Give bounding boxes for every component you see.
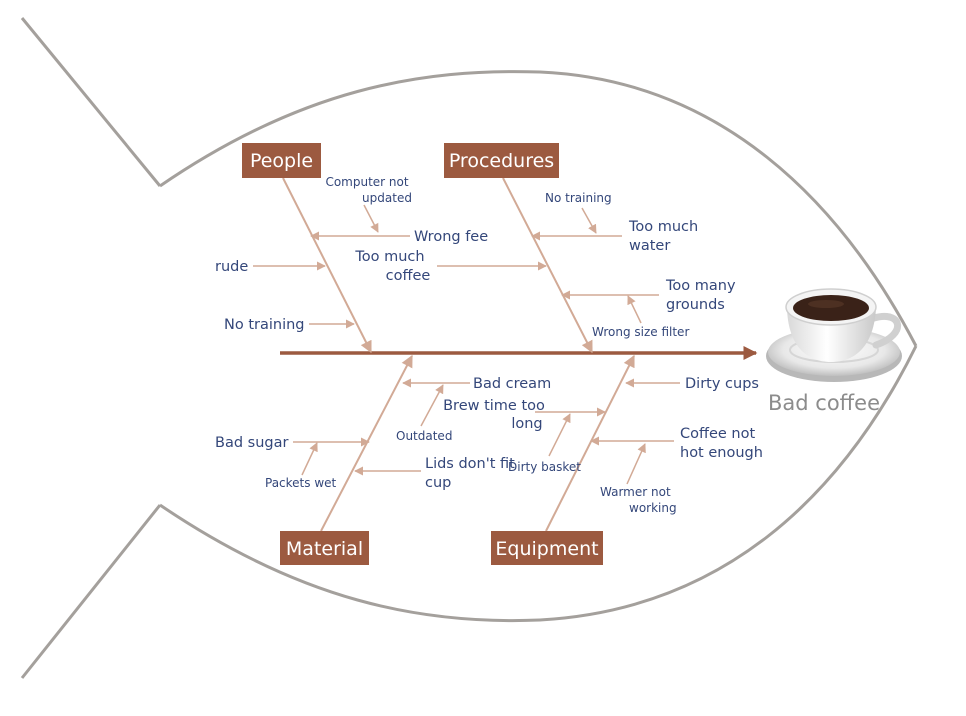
cause-coffee-not-hot-enough-line2: hot enough xyxy=(680,445,763,461)
coffee-surface xyxy=(793,295,869,321)
category-label-people: People xyxy=(250,150,313,172)
cause-brew-time-too-long-line2: long xyxy=(511,416,542,432)
bone-material xyxy=(320,354,413,532)
fish-body-bottom xyxy=(159,345,918,623)
category-box-equipment: Equipment xyxy=(491,531,603,565)
cause-brew-time-too-long-line1: Brew time too xyxy=(443,398,545,414)
bone-procedures xyxy=(502,177,593,354)
arrow-computer-not-updated xyxy=(363,204,379,233)
effect-label: Bad coffee xyxy=(768,391,880,415)
fish-tail-top xyxy=(20,17,162,187)
cause-bad-cream: Bad cream xyxy=(473,376,551,392)
cause-dirty-basket: Dirty basket xyxy=(508,460,581,474)
cause-too-much-coffee-line1: Too much xyxy=(354,249,424,265)
bone-people xyxy=(282,177,372,354)
fish-outline xyxy=(20,17,918,679)
cause-packets-wet: Packets wet xyxy=(265,476,337,490)
cause-lids-dont-fit-line2: cup xyxy=(425,475,451,491)
coffee-cup-icon xyxy=(766,288,902,382)
cause-too-many-grounds-line2: grounds xyxy=(666,297,725,313)
cause-wrong-fee: Wrong fee xyxy=(414,229,488,245)
cause-wrong-size-filter: Wrong size filter xyxy=(592,325,689,339)
arrow-outdated xyxy=(420,384,444,427)
cause-procedures-no-training: No training xyxy=(545,191,612,205)
cause-dirty-cups: Dirty cups xyxy=(685,376,759,392)
cause-people-no-training: No training xyxy=(224,317,305,333)
cause-too-many-grounds-line1: Too many xyxy=(665,278,736,294)
category-label-material: Material xyxy=(286,538,363,560)
arrow-packets-wet xyxy=(301,442,318,476)
cup-handle xyxy=(870,313,901,349)
category-box-procedures-bg xyxy=(444,143,559,178)
category-label-equipment: Equipment xyxy=(495,538,598,560)
fish-tail-bottom xyxy=(20,504,162,679)
cause-bad-sugar: Bad sugar xyxy=(215,435,288,451)
cause-coffee-not-hot-enough-line1: Coffee not xyxy=(680,426,755,442)
cause-too-much-coffee-line2: coffee xyxy=(386,268,431,284)
arrow-warmer-not-working xyxy=(626,443,646,485)
arrow-dirty-basket xyxy=(548,413,571,457)
bone-equipment xyxy=(545,354,635,532)
category-box-equipment-bg xyxy=(491,531,603,565)
category-box-procedures: Procedures xyxy=(444,143,559,178)
category-bones xyxy=(282,177,635,532)
cause-rude: rude xyxy=(215,259,248,275)
cause-arrows xyxy=(253,204,680,485)
cause-computer-not-updated-line1: Computer not xyxy=(325,175,408,189)
cause-too-much-water-line1: Too much xyxy=(628,219,698,235)
cause-lids-dont-fit-line1: Lids don't fit xyxy=(425,456,515,472)
coffee-highlight xyxy=(808,300,844,308)
category-label-procedures: Procedures xyxy=(449,150,554,172)
fish-body-top xyxy=(159,70,918,347)
category-box-material: Material xyxy=(280,531,369,565)
category-box-material-bg xyxy=(280,531,369,565)
cause-outdated: Outdated xyxy=(396,429,452,443)
cause-computer-not-updated-line2: updated xyxy=(362,191,412,205)
arrow-procedures-no-training xyxy=(581,207,597,234)
cause-warmer-not-working-line1: Warmer not xyxy=(600,485,671,499)
category-box-people-bg xyxy=(242,143,321,178)
cause-warmer-not-working-line2: working xyxy=(629,501,677,515)
category-box-people: People xyxy=(242,143,321,178)
cause-too-much-water-line2: water xyxy=(629,238,670,254)
arrow-wrong-size-filter xyxy=(627,295,642,324)
